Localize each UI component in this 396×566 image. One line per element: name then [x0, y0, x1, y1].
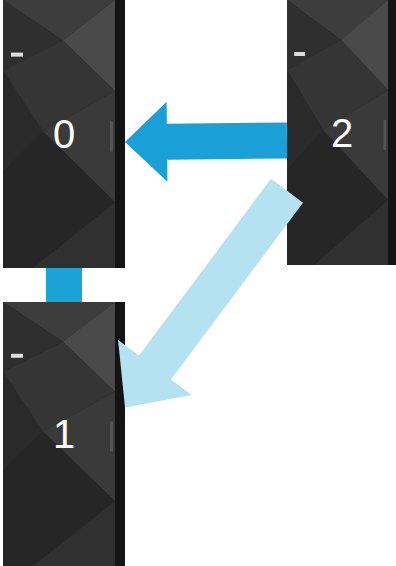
link-connector	[46, 268, 82, 302]
server-node: 2	[287, 0, 396, 265]
flow-arrow	[125, 102, 287, 182]
server-node: 0	[3, 0, 125, 268]
server-rack	[287, 0, 396, 265]
flow-arrow	[118, 179, 303, 408]
server-rack	[3, 0, 125, 268]
server-number: 2	[331, 113, 353, 153]
server-number: 0	[53, 114, 75, 154]
server-rack	[3, 302, 125, 566]
server-number: 1	[53, 414, 75, 454]
server-node: 1	[3, 302, 125, 566]
